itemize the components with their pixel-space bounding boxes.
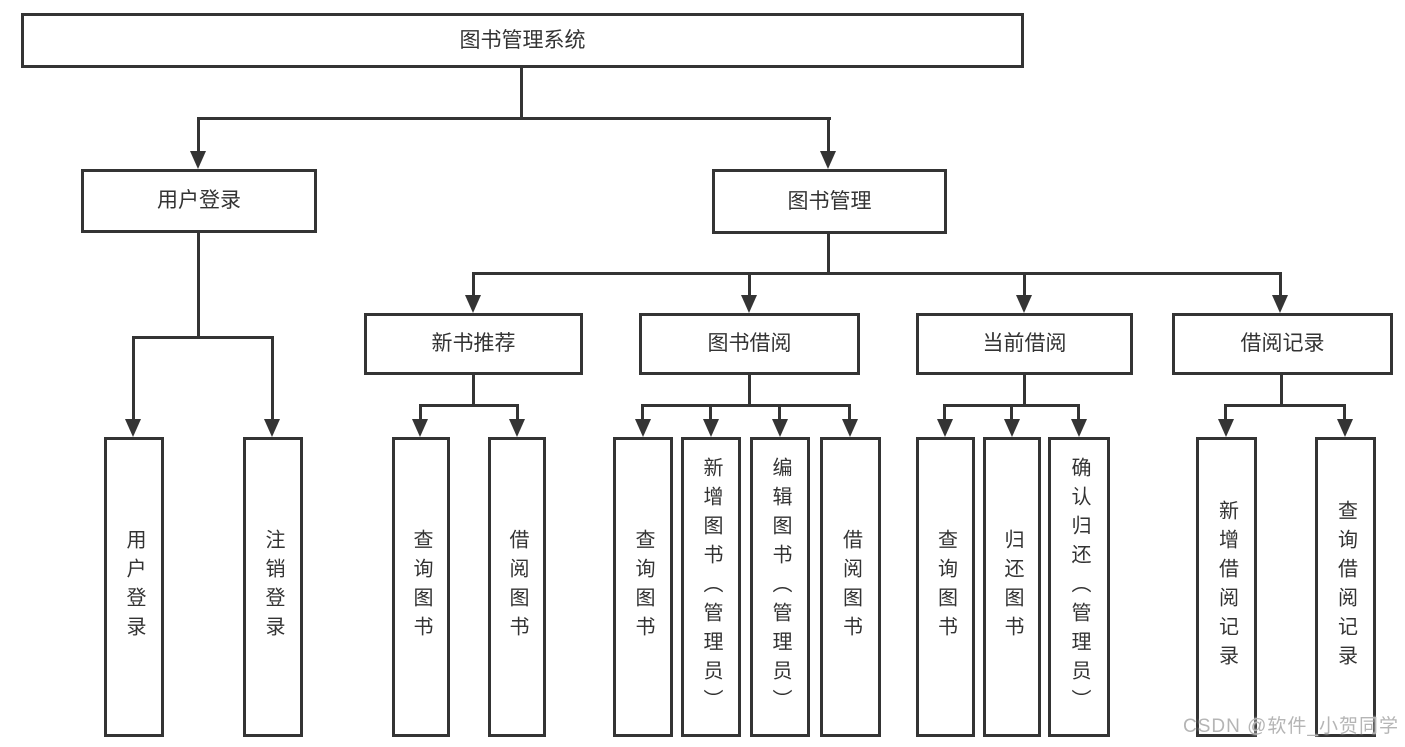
leaf-logout-label: 注销登录 <box>262 529 284 645</box>
arrowhead-down <box>412 419 428 437</box>
node-current-borrowing: 当前借阅 <box>916 313 1133 375</box>
leaf-confirm-return-admin: 确认归还（管理员） <box>1048 437 1110 737</box>
connector-line <box>778 404 781 419</box>
connector-line <box>1077 404 1080 419</box>
arrowhead-down <box>465 295 481 313</box>
node-library-system: 图书管理系统 <box>21 13 1024 68</box>
leaf-borrow-books-recommend: 借阅图书 <box>488 437 546 737</box>
leaf-return-book: 归还图书 <box>983 437 1041 737</box>
arrowhead-down <box>509 419 525 437</box>
leaf-confirm-return-admin-label: 确认归还（管理员） <box>1068 456 1090 718</box>
connector-line <box>197 233 200 336</box>
connector-line <box>271 336 274 419</box>
connector-line <box>827 117 830 153</box>
connector-line <box>848 404 851 419</box>
connector-line <box>1343 404 1346 419</box>
connector-line <box>472 272 475 297</box>
leaf-query-books-current: 查询图书 <box>916 437 975 737</box>
connector-line <box>472 272 1282 275</box>
node-book-borrowing-label: 图书借阅 <box>707 332 792 356</box>
leaf-borrow-books-label: 借阅图书 <box>839 529 862 645</box>
leaf-edit-book-admin-label: 编辑图书（管理员） <box>769 456 791 718</box>
leaf-query-books-borrowing: 查询图书 <box>613 437 673 737</box>
node-new-book-recommendation: 新书推荐 <box>364 313 583 375</box>
arrowhead-down <box>190 151 206 169</box>
leaf-query-borrow-record: 查询借阅记录 <box>1315 437 1376 737</box>
node-book-management-label: 图书管理 <box>787 189 872 213</box>
arrowhead-down <box>1016 295 1032 313</box>
node-user-login: 用户登录 <box>81 169 317 233</box>
connector-line <box>943 404 946 419</box>
connector-line <box>642 404 851 407</box>
node-current-borrowing-label: 当前借阅 <box>982 332 1067 356</box>
leaf-logout: 注销登录 <box>243 437 303 737</box>
arrowhead-down <box>1337 419 1353 437</box>
leaf-add-book-admin: 新增图书（管理员） <box>681 437 741 737</box>
node-new-book-recommendation-label: 新书推荐 <box>431 332 516 356</box>
arrowhead-down <box>635 419 651 437</box>
arrowhead-down <box>741 295 757 313</box>
connector-line <box>197 117 200 153</box>
connector-line <box>827 234 830 272</box>
connector-line <box>709 404 712 419</box>
leaf-query-books-borrowing-label: 查询图书 <box>632 529 654 645</box>
connector-line <box>748 272 751 297</box>
arrowhead-down <box>1004 419 1020 437</box>
arrowhead-down <box>703 419 719 437</box>
leaf-add-borrow-record: 新增借阅记录 <box>1196 437 1257 737</box>
arrowhead-down <box>264 419 280 437</box>
node-borrowing-records-label: 借阅记录 <box>1240 332 1325 356</box>
connector-line <box>1010 404 1013 419</box>
leaf-add-book-admin-label: 新增图书（管理员） <box>700 456 722 718</box>
connector-line <box>419 404 518 407</box>
connector-line <box>1023 375 1026 406</box>
connector-line <box>520 68 523 117</box>
arrowhead-down <box>842 419 858 437</box>
leaf-return-book-label: 归还图书 <box>1001 529 1023 645</box>
leaf-query-books-recommend: 查询图书 <box>392 437 450 737</box>
connector-line <box>748 375 751 406</box>
leaf-query-books-current-label: 查询图书 <box>934 529 957 645</box>
connector-line <box>197 117 831 120</box>
leaf-user-login-label: 用户登录 <box>123 529 145 645</box>
arrowhead-down <box>125 419 141 437</box>
csdn-watermark: CSDN @软件_小贺同学 <box>1183 716 1399 737</box>
connector-line <box>419 404 422 419</box>
leaf-edit-book-admin: 编辑图书（管理员） <box>750 437 810 737</box>
connector-line <box>132 336 274 339</box>
arrowhead-down <box>820 151 836 169</box>
leaf-query-books-recommend-label: 查询图书 <box>410 529 432 645</box>
leaf-borrow-books-recommend-label: 借阅图书 <box>506 529 528 645</box>
connector-line <box>1023 272 1026 297</box>
arrowhead-down <box>1272 295 1288 313</box>
leaf-add-borrow-record-label: 新增借阅记录 <box>1215 500 1238 674</box>
connector-line <box>1224 404 1227 419</box>
arrowhead-down <box>1071 419 1087 437</box>
arrowhead-down <box>937 419 953 437</box>
node-book-management: 图书管理 <box>712 169 947 234</box>
node-user-login-label: 用户登录 <box>157 189 241 213</box>
node-library-system-label: 图书管理系统 <box>459 28 586 52</box>
leaf-user-login: 用户登录 <box>104 437 164 737</box>
connector-line <box>641 404 644 419</box>
connector-line <box>516 404 519 419</box>
connector-line <box>1280 375 1283 406</box>
node-borrowing-records: 借阅记录 <box>1172 313 1393 375</box>
node-book-borrowing: 图书借阅 <box>639 313 860 375</box>
leaf-borrow-books: 借阅图书 <box>820 437 881 737</box>
connector-line <box>1279 272 1282 297</box>
connector-line <box>132 336 135 419</box>
connector-line <box>472 375 475 406</box>
connector-line <box>1224 404 1346 407</box>
arrowhead-down <box>1218 419 1234 437</box>
leaf-query-borrow-record-label: 查询借阅记录 <box>1334 500 1357 674</box>
arrowhead-down <box>772 419 788 437</box>
